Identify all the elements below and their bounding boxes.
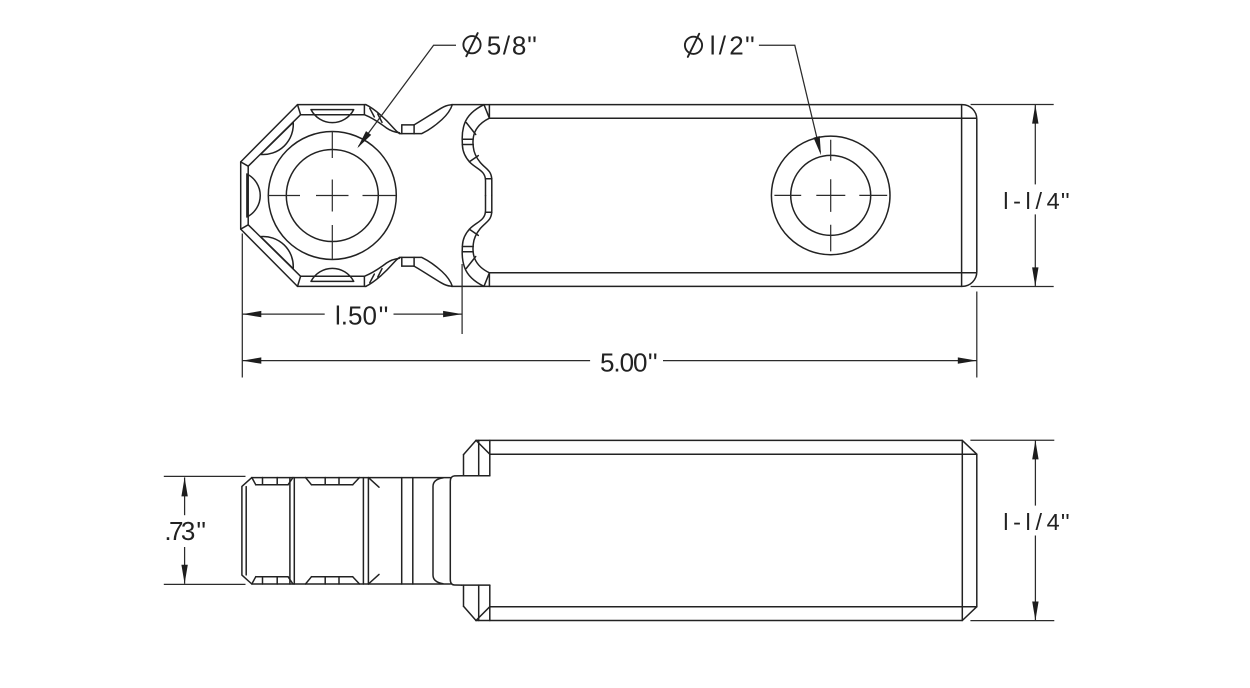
svg-text:'': '' [1061, 509, 1070, 535]
svg-text:'': '' [648, 348, 658, 378]
svg-text:'': '' [379, 301, 389, 331]
svg-text:'': '' [1061, 188, 1070, 214]
svg-text:'': '' [745, 30, 755, 60]
svg-text:.73: .73 [164, 516, 195, 546]
svg-text:'': '' [527, 30, 537, 60]
svg-text:l.50: l.50 [335, 301, 377, 331]
svg-text:5/8: 5/8 [487, 30, 527, 60]
svg-text:'': '' [196, 516, 206, 546]
svg-text:5.00: 5.00 [600, 348, 648, 378]
